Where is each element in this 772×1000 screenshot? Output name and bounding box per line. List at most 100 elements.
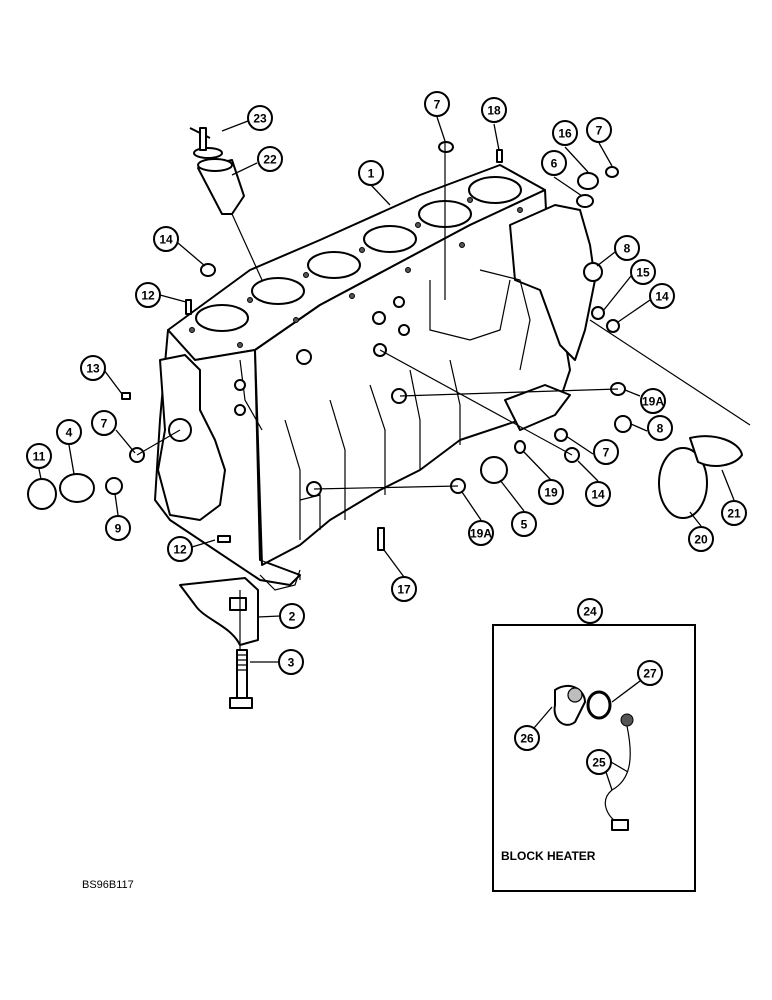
callout-circle	[614, 235, 640, 261]
callout-circle	[105, 515, 131, 541]
callout-circle	[481, 97, 507, 123]
callout-22: 22	[257, 146, 283, 172]
callout-5: 5	[511, 511, 537, 537]
callout-number: 7	[603, 446, 610, 460]
callout-14: 14	[153, 226, 179, 252]
callout-circle	[278, 649, 304, 675]
callout-circle	[153, 226, 179, 252]
callout-19a: 19A	[640, 388, 666, 414]
callout-number: 27	[643, 667, 657, 681]
callout-circle	[56, 419, 82, 445]
callout-circle	[552, 120, 578, 146]
callout-14: 14	[649, 283, 675, 309]
callout-13: 13	[80, 355, 106, 381]
callout-circle	[424, 91, 450, 117]
callout-18: 18	[481, 97, 507, 123]
callout-number: 26	[520, 732, 534, 746]
callout-number: 14	[591, 488, 605, 502]
callout-circle	[538, 479, 564, 505]
callout-number: 17	[397, 583, 411, 597]
callout-number: 19A	[470, 527, 492, 541]
callout-number: 18	[487, 104, 501, 118]
callout-circle	[135, 282, 161, 308]
callout-circle	[640, 388, 666, 414]
part-2-bearing-cap	[179, 577, 259, 646]
callout-12: 12	[135, 282, 161, 308]
callout-number: 12	[173, 543, 187, 557]
callout-9: 9	[105, 515, 131, 541]
callout-circle	[167, 536, 193, 562]
callout-circle	[279, 603, 305, 629]
callout-circle	[647, 415, 673, 441]
callout-3: 3	[278, 649, 304, 675]
figure-code: BS96B117	[82, 879, 134, 891]
callout-circle	[247, 105, 273, 131]
callout-circle	[630, 259, 656, 285]
callout-16: 16	[552, 120, 578, 146]
leader-lines	[38, 116, 751, 663]
callout-number: 15	[636, 266, 650, 280]
callout-number: 5	[521, 518, 528, 532]
callout-number: 19	[544, 486, 558, 500]
callout-number: 14	[655, 290, 669, 304]
callout-circle	[593, 439, 619, 465]
callout-7: 7	[91, 410, 117, 436]
callout-number: 7	[596, 124, 603, 138]
callout-26: 26	[514, 725, 540, 751]
part-3-bolt	[229, 649, 253, 709]
callout-number: 8	[657, 422, 664, 436]
callout-number: 23	[253, 112, 267, 126]
callout-number: 3	[288, 656, 295, 670]
callout-number: 14	[159, 233, 173, 247]
callout-2: 2	[279, 603, 305, 629]
callout-27: 27	[637, 660, 663, 686]
callout-number: 9	[115, 522, 122, 536]
callout-number: 22	[263, 153, 277, 167]
callout-circle	[391, 576, 417, 602]
callout-number: 25	[592, 756, 606, 770]
callout-circle	[26, 443, 52, 469]
callout-7: 7	[424, 91, 450, 117]
callout-circle	[721, 500, 747, 526]
callout-circle	[468, 520, 494, 546]
callout-number: 1	[368, 167, 375, 181]
callout-14: 14	[585, 481, 611, 507]
callout-circle	[257, 146, 283, 172]
callout-number: 20	[694, 533, 708, 547]
callout-number: 4	[66, 426, 73, 440]
callout-7: 7	[593, 439, 619, 465]
callout-12: 12	[167, 536, 193, 562]
callout-number: 6	[551, 157, 558, 171]
callout-20: 20	[688, 526, 714, 552]
callout-number: 2	[289, 610, 296, 624]
callout-19: 19	[538, 479, 564, 505]
callout-number: 13	[86, 362, 100, 376]
callout-number: 19A	[642, 395, 664, 409]
callout-number: 7	[101, 417, 108, 431]
callout-1: 1	[358, 160, 384, 186]
callout-19a: 19A	[468, 520, 494, 546]
part-22-dipstick-tube	[197, 158, 245, 215]
callout-circle	[577, 598, 603, 624]
callout-circle	[358, 160, 384, 186]
callout-number: 16	[558, 127, 572, 141]
callout-23: 23	[247, 105, 273, 131]
callout-circle	[91, 410, 117, 436]
callout-circle	[637, 660, 663, 686]
callout-circle	[649, 283, 675, 309]
rear-plugs	[200, 141, 620, 333]
callout-number: 21	[727, 507, 741, 521]
callout-circle	[585, 481, 611, 507]
callout-24: 24	[577, 598, 603, 624]
callout-8: 8	[614, 235, 640, 261]
callout-11: 11	[26, 443, 52, 469]
callout-circle	[511, 511, 537, 537]
callout-circle	[586, 749, 612, 775]
callout-21: 21	[721, 500, 747, 526]
block-heater-title: BLOCK HEATER	[501, 849, 596, 863]
callout-number: 24	[583, 605, 597, 619]
callout-4: 4	[56, 419, 82, 445]
callout-circle	[541, 150, 567, 176]
callout-number: 12	[141, 289, 155, 303]
